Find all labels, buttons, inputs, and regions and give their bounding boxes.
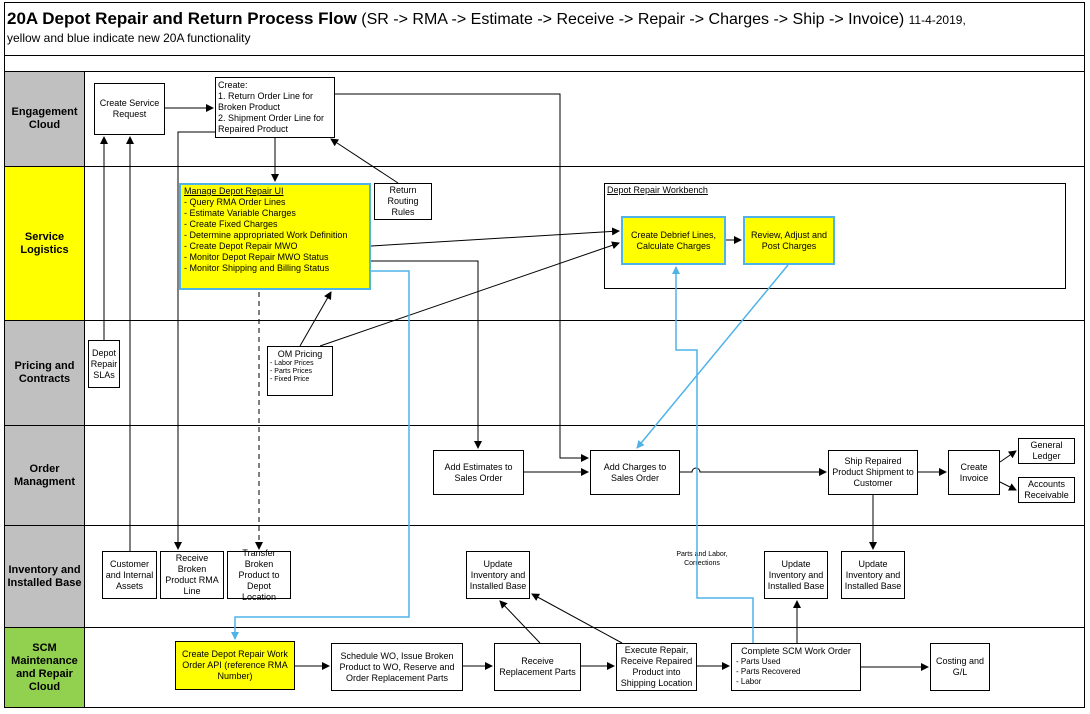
complete-scm-box: Complete SCM Work Order - Parts Used - P… (731, 643, 861, 691)
arrow-receive-to-inventory (499, 600, 541, 644)
title-main: 20A Depot Repair and Return Process Flow (7, 9, 357, 28)
complete-scm-item-2: - Parts Recovered (736, 667, 801, 676)
arrow-pricing-to-debrief (319, 241, 620, 347)
manage-ui-item-5: - Create Depot Repair MWO (184, 241, 298, 251)
create-lines-item-2: 2. Shipment Order Line for Repaired Prod… (218, 113, 325, 134)
arrow-pricing-to-manage (299, 291, 332, 347)
diagram-frame (4, 2, 1085, 708)
general-ledger-box: General Ledger (1018, 438, 1075, 464)
manage-ui-title: Manage Depot Repair UI (184, 186, 284, 196)
accounts-receivable-box: Accounts Receivable (1018, 477, 1075, 503)
lane-row-pricing (4, 320, 1085, 426)
lane-label-order-mgmt: Order Managment (5, 426, 85, 525)
execute-repair-box: Execute Repair, Receive Repaired Product… (616, 643, 697, 691)
depot-repair-slas-box: Depot Repair SLAs (88, 340, 120, 388)
lane-label-scm: SCM Maintenance and Repair Cloud (5, 628, 85, 707)
lane-row-engagement (4, 71, 1085, 167)
return-routing-rules-box: Return Routing Rules (374, 183, 432, 220)
diagram-title: 20A Depot Repair and Return Process Flow… (7, 9, 966, 29)
create-order-lines-box: Create: 1. Return Order Line for Broken … (215, 77, 335, 138)
transfer-broken-box: Transfer Broken Product to Depot Locatio… (227, 548, 291, 602)
om-pricing-item-1: - Labor Prices (270, 360, 314, 367)
arrow-charges-to-ship (680, 467, 827, 476)
customer-assets-box: Customer and Internal Assets (102, 551, 157, 599)
lane-label-inventory: Inventory and Installed Base (5, 526, 85, 627)
arrow-lines-to-charges (335, 93, 589, 462)
receive-parts-box: Receive Replacement Parts (494, 643, 581, 691)
lane-row-service-logistics (4, 166, 1085, 321)
complete-scm-title: Complete SCM Work Order (741, 646, 851, 656)
schedule-wo-box: Schedule WO, Issue Broken Product to WO,… (331, 643, 463, 691)
receive-broken-box: Receive Broken Product RMA Line (160, 551, 224, 599)
arrow-lines-to-receive (174, 131, 215, 550)
workbench-title: Depot Repair Workbench (607, 185, 708, 195)
create-wo-api-box: Create Depot Repair Work Order API (refe… (175, 641, 295, 690)
title-date: 11-4-2019, (908, 13, 966, 27)
blue-arrow-manage-to-api (231, 270, 410, 640)
arrow-routing-to-lines (330, 138, 399, 184)
lane-label-pricing: Pricing and Contracts (5, 321, 85, 425)
manage-ui-item-1: - Query RMA Order Lines (184, 197, 286, 207)
arrow-invoice-to-gl (999, 450, 1017, 463)
om-pricing-box: OM Pricing - Labor Prices - Parts Prices… (267, 346, 333, 396)
ship-repaired-box: Ship Repaired Product Shipment to Custom… (828, 450, 918, 495)
lane-label-service-logistics: Service Logistics (5, 167, 85, 320)
manage-ui-item-7: - Monitor Shipping and Billing Status (184, 263, 330, 273)
blue-arrow-complete-to-debrief (672, 266, 754, 643)
arrow-invoice-to-ar (999, 481, 1017, 491)
costing-gl-box: Costing and G/L (930, 643, 990, 691)
update-inventory-box-3: Update Inventory and Installed Base (841, 551, 905, 599)
manage-ui-item-3: - Create Fixed Charges (184, 219, 278, 229)
review-adjust-post-box: Review, Adjust and Post Charges (743, 216, 835, 265)
om-pricing-item-2: - Parts Prices (270, 368, 313, 375)
create-lines-item-1: 1. Return Order Line for Broken Product (218, 91, 314, 112)
update-inventory-box-2: Update Inventory and Installed Base (764, 551, 828, 599)
parts-labor-note: Parts and Labor, Corrections (667, 550, 737, 568)
lane-row-order-mgmt (4, 425, 1085, 526)
header-divider-2 (4, 71, 1085, 72)
arrow-manage-to-estimates (371, 260, 482, 449)
manage-depot-repair-ui-box: Manage Depot Repair UI - Query RMA Order… (179, 183, 371, 290)
arrow-manage-to-debrief (370, 227, 620, 247)
diagram-subtitle: yellow and blue indicate new 20A functio… (7, 31, 251, 45)
arrow-execute-to-inventory (531, 593, 623, 644)
manage-ui-item-4: - Determine appropriated Work Definition (184, 230, 348, 240)
header-divider (4, 55, 1085, 56)
create-debrief-lines-box: Create Debrief Lines, Calculate Charges (621, 216, 726, 265)
create-invoice-box: Create Invoice (948, 450, 1000, 495)
complete-scm-item-3: - Labor (736, 677, 762, 686)
manage-ui-item-6: - Monitor Depot Repair MWO Status (184, 252, 329, 262)
depot-repair-workbench-box (604, 183, 1066, 289)
blue-arrow-review-to-charges (636, 264, 789, 449)
update-inventory-box-1: Update Inventory and Installed Base (466, 551, 530, 599)
add-estimates-box: Add Estimates to Sales Order (433, 450, 524, 495)
title-flow: (SR -> RMA -> Estimate -> Receive -> Rep… (361, 11, 905, 28)
create-service-request-box: Create Service Request (94, 83, 165, 135)
complete-scm-item-1: - Parts Used (736, 657, 781, 666)
om-pricing-title: OM Pricing (277, 349, 323, 359)
create-lines-title: Create: (218, 80, 248, 90)
add-charges-box: Add Charges to Sales Order (590, 450, 680, 495)
lane-label-engagement: Engagement Cloud (5, 72, 85, 166)
lane-row-inventory (4, 525, 1085, 628)
om-pricing-item-3: - Fixed Price (270, 376, 310, 383)
manage-ui-item-2: - Estimate Variable Charges (184, 208, 296, 218)
